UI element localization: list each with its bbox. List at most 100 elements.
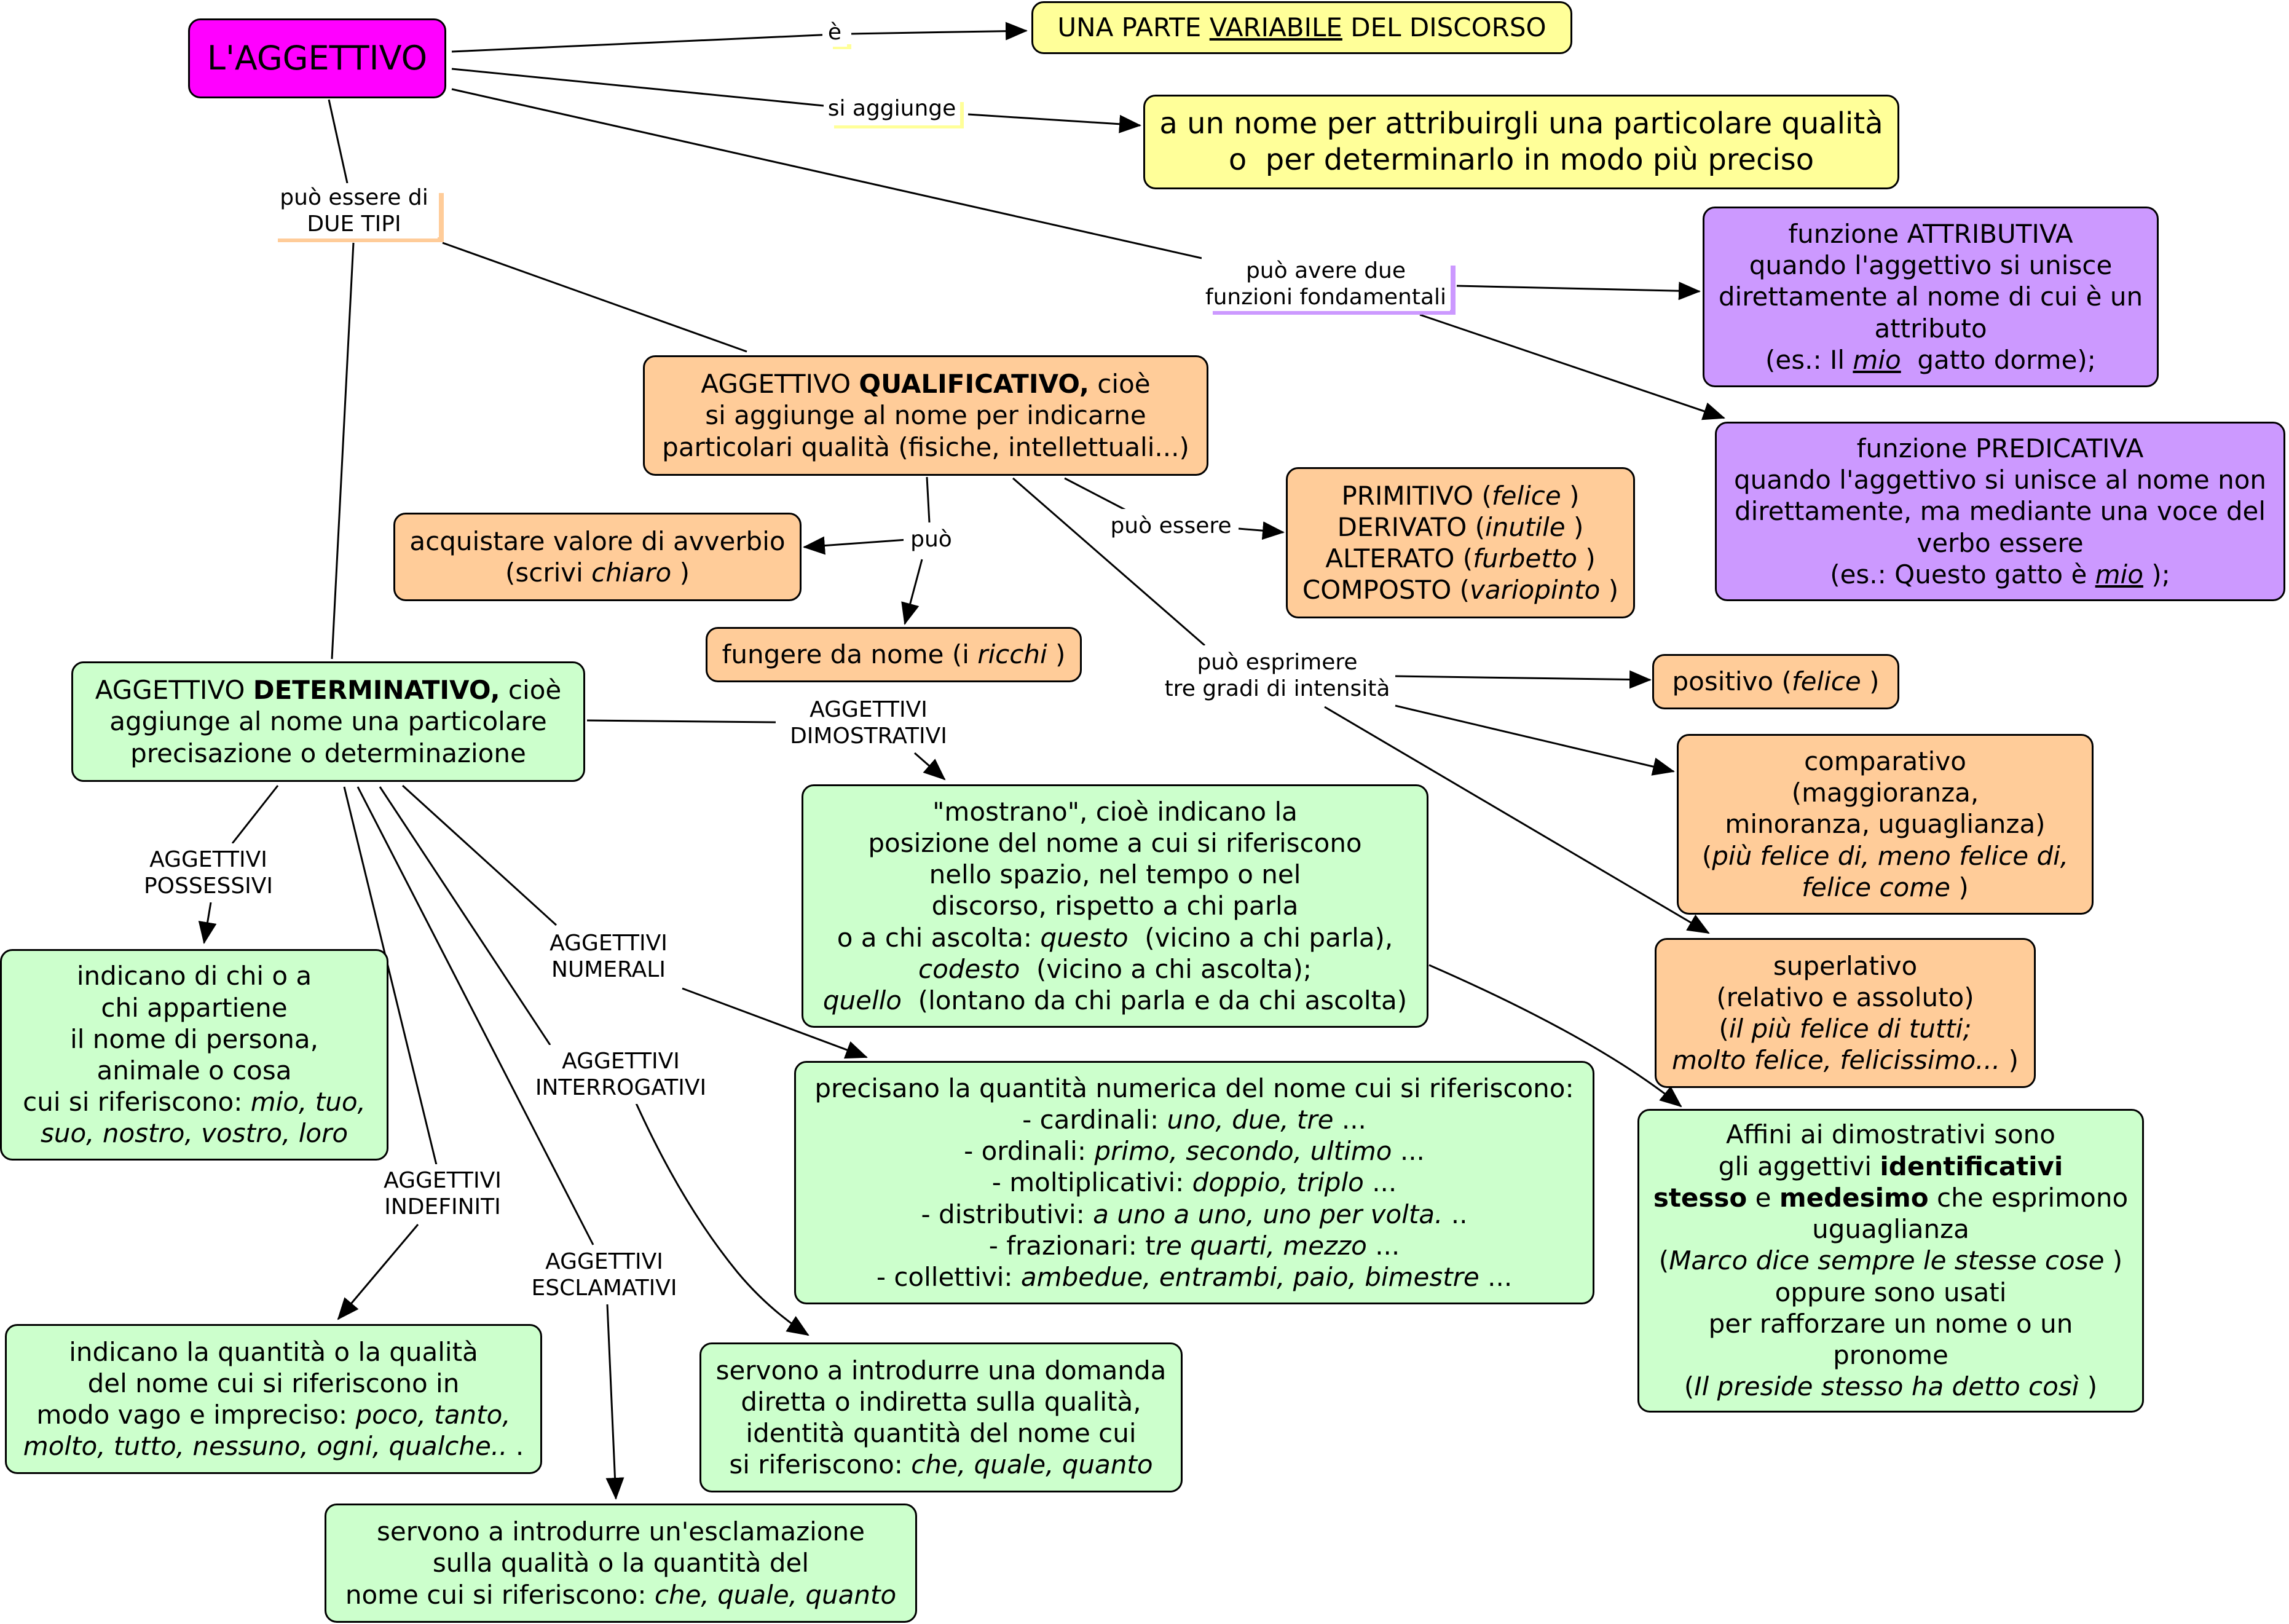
num-l7-post: ... (1479, 1262, 1513, 1293)
dimo-l6-em: codesto (918, 953, 1020, 984)
link-dimo-box (914, 752, 946, 781)
positivo-pre: positivo ( (1672, 666, 1792, 697)
link-num-box (682, 987, 868, 1059)
node-fungere-da-nome[interactable]: fungere da nome (i ricchi ) (706, 627, 1082, 682)
link-root-siaggiunge (451, 68, 824, 107)
label-funzioni-line1: può avere due (1245, 258, 1406, 283)
ident-l5-post: ) (2104, 1245, 2123, 1276)
num-l5-em: a uno a uno, uno per volta. (1093, 1199, 1443, 1229)
qual-l1-bold: QUALIFICATIVO, (859, 369, 1089, 400)
link-duetipi-det (331, 242, 355, 660)
det-l1-pre: AGGETTIVO (95, 675, 253, 706)
label-due-tipi: può essere di DUE TIPI (270, 183, 438, 238)
node-qualificativo[interactable]: AGGETTIVO QUALIFICATIVO, cioè si aggiung… (643, 355, 1208, 476)
label-due-tipi-line2: DUE TIPI (307, 211, 401, 237)
node-si-aggiunge[interactable]: a un nome per attribuirgli una particola… (1143, 95, 1899, 189)
dimo-line5: o a chi ascolta: questo (vicino a chi pa… (837, 922, 1393, 953)
link-root-e (451, 33, 833, 53)
ident-line7: per rafforzare un nome o un (1708, 1308, 2073, 1339)
node-funzione-predicativa[interactable]: funzione PREDICATIVA quando l'aggettivo … (1715, 422, 2285, 601)
num-l2-post: ... (1333, 1104, 1366, 1135)
node-dimostrativi[interactable]: "mostrano", cioè indicano la posizione d… (802, 784, 1428, 1028)
ident-line6: oppure sono usati (1775, 1277, 2007, 1307)
node-possessivi[interactable]: indicano di chi o a chi appartiene il no… (0, 949, 388, 1161)
comp-line4: (più felice di, meno felice di, (1702, 840, 2068, 872)
root-node-aggettivo[interactable]: L'AGGETTIVO (188, 18, 446, 98)
label-poss-line1: AGGETTIVI (149, 846, 267, 872)
interr-line1: servono a introdurre una domanda (715, 1355, 1167, 1386)
label-funzioni-line2: funzioni fondamentali (1205, 285, 1447, 310)
link-gradi-superlativo (1324, 706, 1710, 934)
poss-line2: chi appartiene (101, 992, 288, 1023)
det-line2: aggiunge al nome una particolare (109, 706, 547, 737)
label-indef-line2: INDEFINITI (384, 1194, 501, 1220)
node-numerali[interactable]: precisano la quantità numerica del nome … (794, 1061, 1594, 1304)
num-l3-pre: - ordinali: (964, 1136, 1095, 1167)
ident-line1: Affini ai dimostrativi sono (1726, 1119, 2055, 1150)
avverbio-l2-em: chiaro (591, 558, 672, 588)
label-gradi-line1: può esprimere (1197, 649, 1358, 675)
label-funzioni: può avere due funzioni fondamentali (1202, 257, 1450, 311)
node-interrogativi[interactable]: servono a introdurre una domanda diretta… (699, 1342, 1183, 1492)
link-det-interr (379, 786, 551, 1046)
num-line3: - ordinali: primo, secondo, ultimo ... (964, 1135, 1425, 1167)
ident-l9-post: ) (2079, 1371, 2098, 1402)
sup-line1: superlativo (1773, 950, 1918, 981)
indef-line1: indicano la quantità o la qualità (69, 1336, 478, 1367)
link-indef-box (337, 1224, 419, 1320)
sup-line3: (il più felice di tutti; (1719, 1013, 1971, 1044)
label-interr-line2: INTERROGATIVI (535, 1075, 707, 1100)
sup-l3-em: il più felice di tutti; (1728, 1014, 1972, 1044)
pred-line2: quando l'aggettivo si unisce al nome non (1733, 465, 2267, 495)
num-l4-post: ... (1363, 1167, 1397, 1198)
comp-l5-em: felice come (1802, 872, 1951, 902)
link-gradi-comparativo (1395, 704, 1675, 776)
link-puo-avverbio (803, 536, 907, 555)
poss-line5: cui si riferiscono: mio, tuo, (23, 1086, 366, 1117)
nome-pre: fungere da nome (i (722, 639, 978, 670)
comp-line5: felice come ) (1802, 872, 1969, 903)
qual-l1-pre: AGGETTIVO (701, 369, 859, 400)
link-det-dimo (586, 719, 776, 723)
node-indefiniti[interactable]: indicano la quantità o la qualità del no… (5, 1324, 542, 1474)
link-dimo-identif (1428, 964, 1682, 1108)
link-duetipi-qual (442, 242, 747, 353)
node-tipi-formazione[interactable]: PRIMITIVO (felice ) DERIVATO (inutile ) … (1286, 467, 1635, 618)
label-puo-essere: può essere (1106, 509, 1235, 543)
label-e: è (822, 18, 847, 47)
node-esclamativi[interactable]: servono a introdurre un'esclamazione sul… (325, 1504, 917, 1623)
node-determinativo[interactable]: AGGETTIVO DETERMINATIVO, cioè aggiunge a… (71, 661, 585, 782)
num-l2-pre: - cardinali: (1022, 1104, 1167, 1135)
label-poss-line2: POSSESSIVI (143, 873, 274, 899)
poss-line4: animale o cosa (97, 1055, 292, 1086)
label-possessivi: AGGETTIVI POSSESSIVI (123, 843, 294, 902)
label-e-text: è (827, 20, 842, 45)
num-l2-em: uno, due, tre (1167, 1104, 1334, 1135)
node-avverbio[interactable]: acquistare valore di avverbio (scrivi ch… (393, 513, 802, 601)
node-comparativo[interactable]: comparativo (maggioranza, minoranza, ugu… (1677, 734, 2094, 915)
avverbio-line1: acquistare valore di avverbio (409, 526, 786, 556)
qual-l1-post: cioè (1089, 369, 1151, 400)
node-identificativi[interactable]: Affini ai dimostrativi sono gli aggettiv… (1637, 1109, 2144, 1413)
tipi-row3: ALTERATO (furbetto ) (1325, 543, 1596, 574)
tipi-r2i: inutile (1485, 511, 1566, 542)
node-funzione-attributiva[interactable]: funzione ATTRIBUTIVA quando l'aggettivo … (1703, 207, 2159, 387)
parte-variabile-text: UNA PARTE VARIABILE DEL DISCORSO (1057, 12, 1546, 43)
num-line6: - frazionari: tre quarti, mezzo ... (989, 1230, 1400, 1261)
ident-l3-bold2: medesimo (1779, 1182, 1929, 1213)
escl-l3-pre: nome cui si riferiscono: (345, 1579, 655, 1610)
link-qual-gradi (1012, 477, 1205, 647)
det-l1-bold: DETERMINATIVO, (253, 675, 500, 706)
dimo-line4: discorso, rispetto a chi parla (931, 891, 1299, 921)
dimo-l5-em: questo (1040, 922, 1129, 953)
node-parte-variabile[interactable]: UNA PARTE VARIABILE DEL DISCORSO (1031, 1, 1572, 54)
ident-l5-em: Marco dice sempre le stesse cose (1669, 1245, 2105, 1276)
num-l4-pre: - moltiplicativi: (991, 1167, 1192, 1198)
qual-line2: si aggiunge al nome per indicarne (705, 400, 1146, 431)
escl-l3-em: che, quale, quanto (654, 1579, 897, 1610)
ident-line8: pronome (1833, 1340, 1948, 1371)
node-positivo[interactable]: positivo (felice ) (1652, 654, 1899, 709)
attrib-ex-em: mio (1853, 344, 1901, 375)
node-superlativo[interactable]: superlativo (relativo e assoluto) (il pi… (1655, 938, 2036, 1088)
link-det-escl (357, 786, 594, 1245)
